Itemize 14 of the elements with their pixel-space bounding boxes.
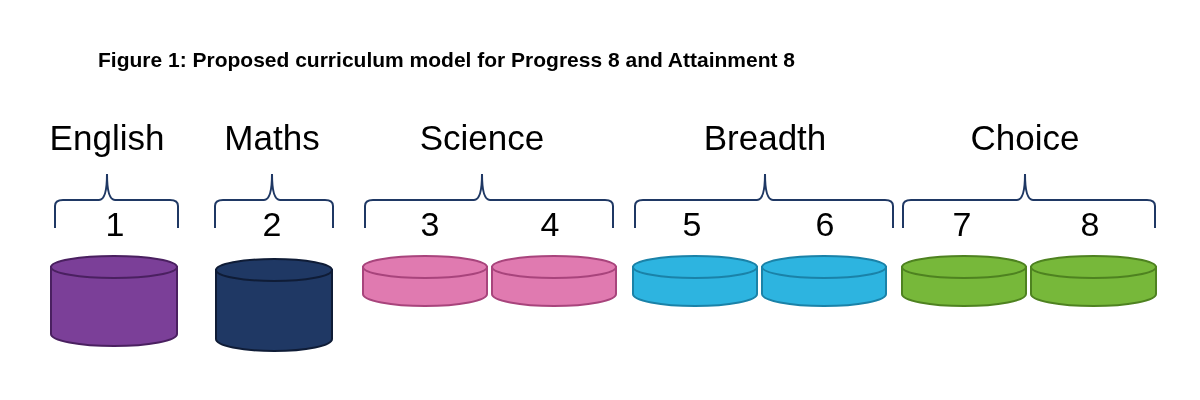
number-label: 3 <box>420 205 440 244</box>
group-label: Science <box>419 118 545 158</box>
figure-title: Figure 1: Proposed curriculum model for Progress 8 and Attainment 8 <box>98 48 796 72</box>
number-label: 8 <box>1080 205 1100 244</box>
number-label: 5 <box>682 205 702 244</box>
number-label: 7 <box>952 205 972 244</box>
group-label: Breadth <box>703 118 827 158</box>
number-label: 6 <box>815 205 835 244</box>
number-label: 2 <box>262 205 282 244</box>
group-label: English <box>49 118 165 158</box>
number-label: 1 <box>105 205 125 244</box>
group-label: Maths <box>224 118 320 158</box>
number-label: 4 <box>540 205 560 244</box>
group-label: Choice <box>970 118 1080 158</box>
